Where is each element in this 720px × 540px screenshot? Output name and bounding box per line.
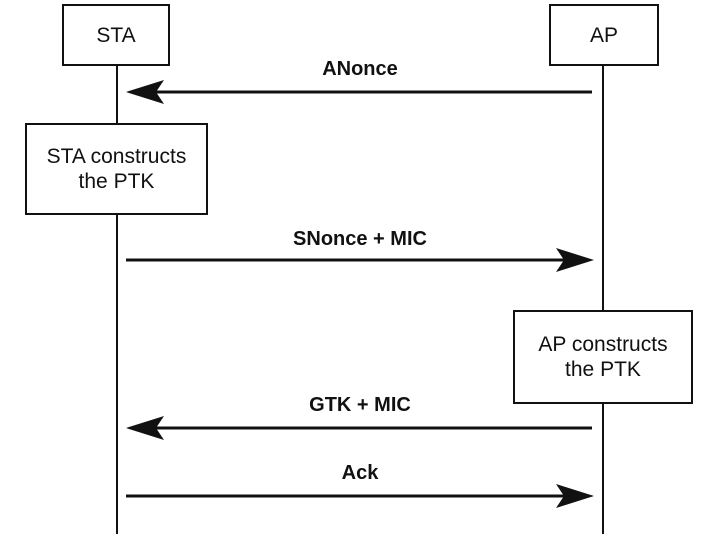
sta-participant-box: STA <box>62 4 170 66</box>
snonce-mic-label: SNonce + MIC <box>293 228 427 250</box>
ap-lifeline <box>602 64 604 534</box>
ap-participant-label: AP <box>589 23 618 47</box>
gtk-arrowhead <box>126 416 164 440</box>
ap-participant-box: AP <box>549 4 659 66</box>
gtk-mic-label: GTK + MIC <box>309 394 411 416</box>
ack-label: Ack <box>341 462 379 484</box>
sta-participant-label: STA <box>96 23 136 47</box>
ap-constructs-ptk-label: AP constructs the PTK <box>538 333 668 381</box>
ap-constructs-ptk-box: AP constructs the PTK <box>513 310 693 404</box>
anonce-arrowhead <box>126 80 164 104</box>
sta-constructs-ptk-box: STA constructs the PTK <box>25 123 208 215</box>
anonce-label: ANonce <box>322 58 398 80</box>
sta-constructs-ptk-label: STA constructs the PTK <box>46 145 187 193</box>
sta-lifeline <box>116 64 118 534</box>
snonce-arrowhead <box>556 248 594 272</box>
ack-arrowhead <box>556 484 594 508</box>
